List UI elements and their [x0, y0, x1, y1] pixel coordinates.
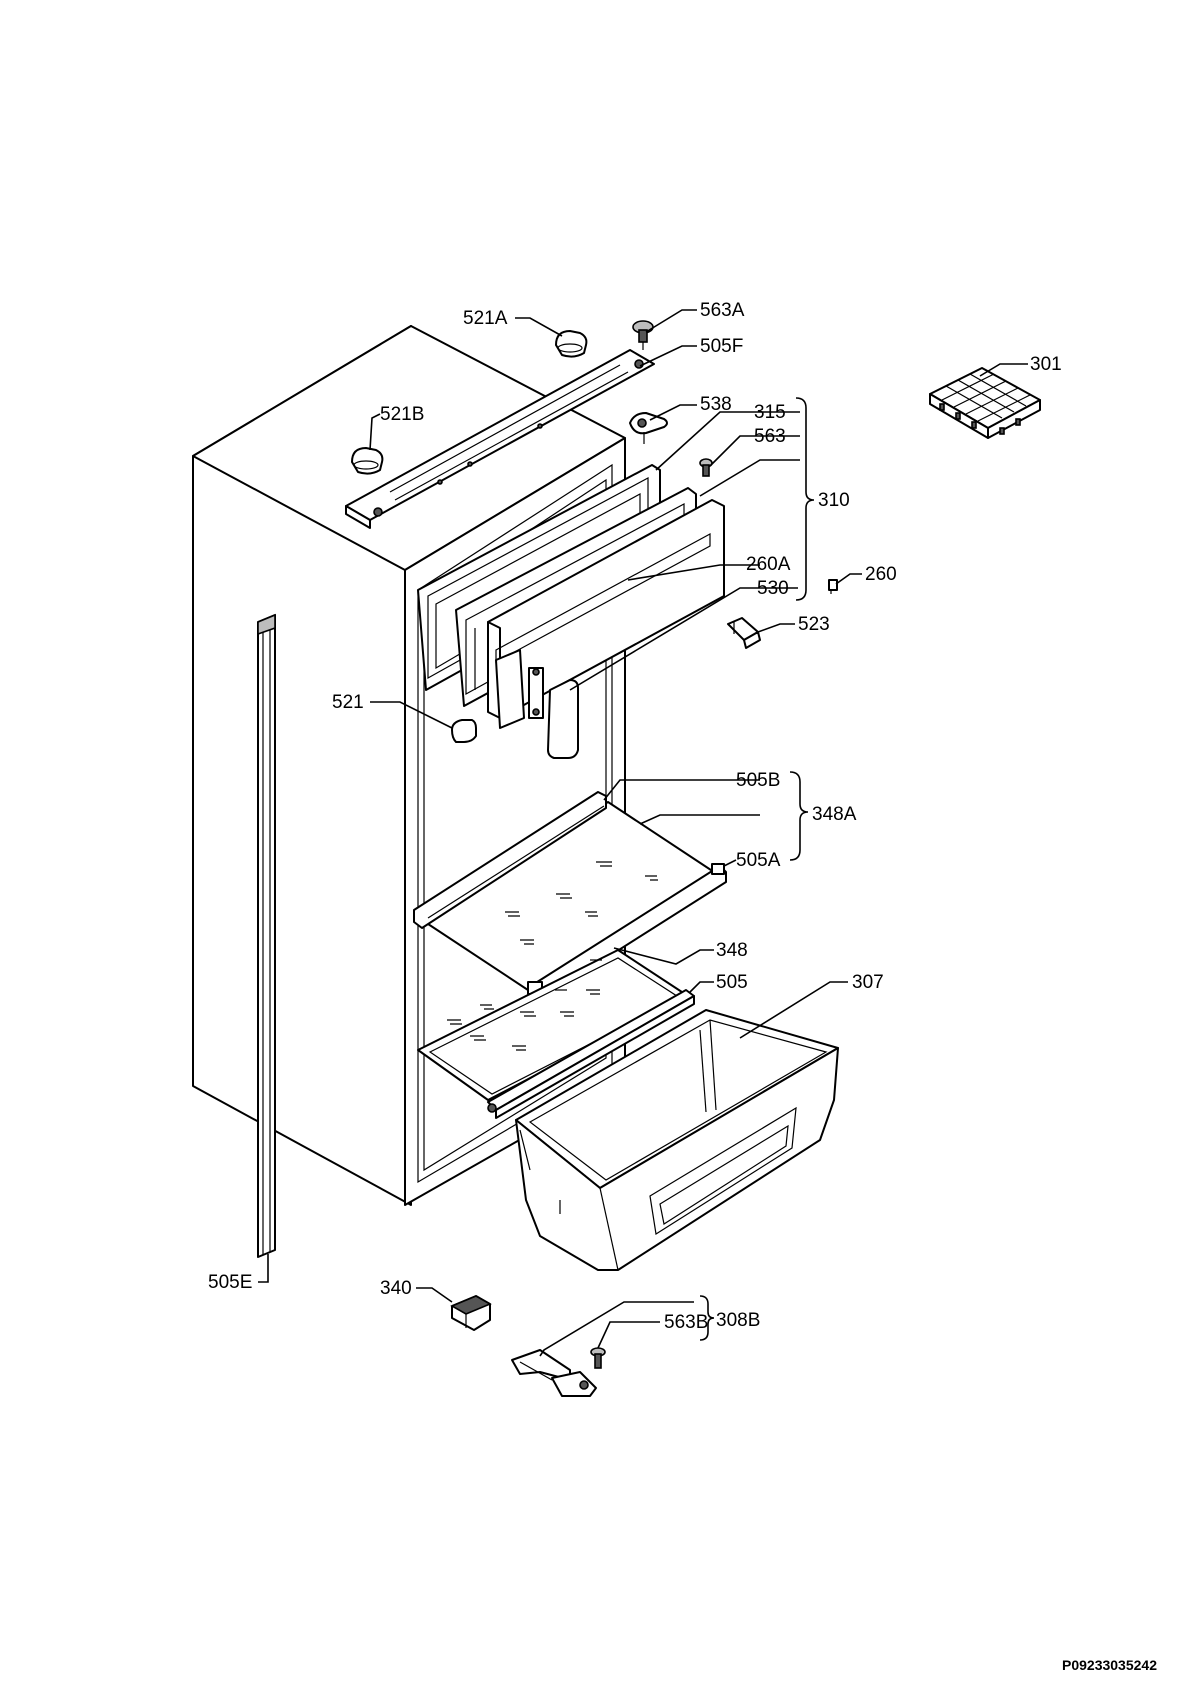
- part-523: [727, 617, 761, 649]
- callout-521b: 521B: [380, 404, 424, 425]
- screw-563a: [632, 320, 654, 350]
- callout-505a: 505A: [736, 850, 781, 871]
- crisper-drawer-307: [515, 1009, 839, 1271]
- screw-563: [699, 458, 713, 477]
- callout-538: 538: [700, 394, 732, 415]
- brace-348a: [789, 771, 809, 861]
- ice-tray-301: [929, 367, 1041, 439]
- cover-cap-521b: [351, 447, 384, 475]
- callout-315: 315: [754, 402, 786, 423]
- freezer-door-assembly-310: [417, 464, 725, 759]
- callout-563a: 563A: [700, 300, 745, 321]
- hinge-assembly-308b: [511, 1349, 597, 1397]
- callout-563b: 563B: [664, 1312, 708, 1333]
- glass-shelf-348a: [413, 791, 727, 1001]
- hinge-part-538: [629, 412, 668, 444]
- cap-521: [451, 719, 477, 743]
- clip-260: [828, 579, 838, 594]
- cover-cap-521a: [555, 330, 588, 358]
- callout-348: 348: [716, 940, 748, 961]
- callout-260: 260: [865, 564, 897, 585]
- top-trim-bar-505f: [345, 349, 655, 529]
- callout-505e: 505E: [208, 1272, 252, 1293]
- callout-308b: 308B: [716, 1310, 760, 1331]
- callout-310: 310: [818, 490, 850, 511]
- callout-521: 521: [332, 692, 364, 713]
- callout-348a: 348A: [812, 804, 857, 825]
- door-seal-strip-505e: [257, 613, 276, 1258]
- callout-505b: 505B: [736, 770, 780, 791]
- brace-308b: [699, 1295, 715, 1341]
- callout-301: 301: [1030, 354, 1062, 375]
- shelf-trim-505: [487, 989, 695, 1119]
- screw-563b: [590, 1347, 606, 1369]
- callout-530: 530: [757, 578, 789, 599]
- callout-563: 563: [754, 426, 786, 447]
- callout-505: 505: [716, 972, 748, 993]
- part-340: [450, 1295, 492, 1331]
- callout-521a: 521A: [463, 308, 508, 329]
- leader-lines: [258, 309, 1028, 1357]
- brace-310: [795, 397, 815, 601]
- callout-labels: 521A 563A 505F 521B 538 315 563 310 301 …: [208, 300, 1062, 1333]
- drawing-reference-code: P09233035242: [1062, 1657, 1157, 1673]
- callout-307: 307: [852, 972, 884, 993]
- callout-260a: 260A: [746, 554, 791, 575]
- callout-505f: 505F: [700, 336, 743, 357]
- callout-340: 340: [380, 1278, 412, 1299]
- callout-523: 523: [798, 614, 830, 635]
